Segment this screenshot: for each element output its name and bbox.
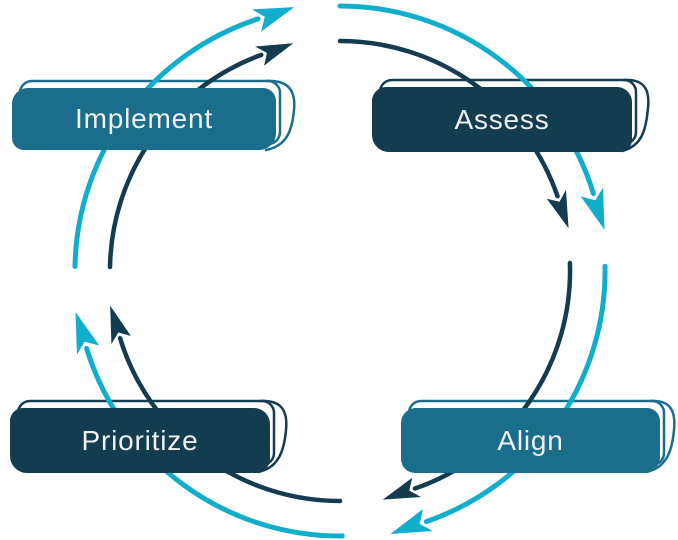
arrow-implement-to-assess-inner bbox=[107, 43, 294, 270]
node-align-label: Align bbox=[497, 424, 564, 456]
arrow-prioritize-to-implement-outer bbox=[75, 312, 345, 539]
sketch-loop bbox=[620, 78, 650, 153]
node-prioritize: Prioritize bbox=[10, 408, 270, 473]
sketch-loop bbox=[644, 399, 676, 474]
node-assess: Assess bbox=[372, 87, 632, 152]
node-prioritize-label: Prioritize bbox=[81, 424, 199, 456]
node-assess-label: Assess bbox=[454, 103, 550, 135]
sketch-loop bbox=[264, 79, 296, 152]
arrow-align-to-prioritize-outer bbox=[390, 263, 608, 534]
node-implement-label: Implement bbox=[75, 103, 213, 134]
node-implement: Implement bbox=[12, 88, 276, 150]
node-align: Align bbox=[401, 408, 660, 473]
sketch-loop bbox=[256, 399, 288, 474]
arrow-assess-to-align-inner bbox=[337, 38, 569, 229]
